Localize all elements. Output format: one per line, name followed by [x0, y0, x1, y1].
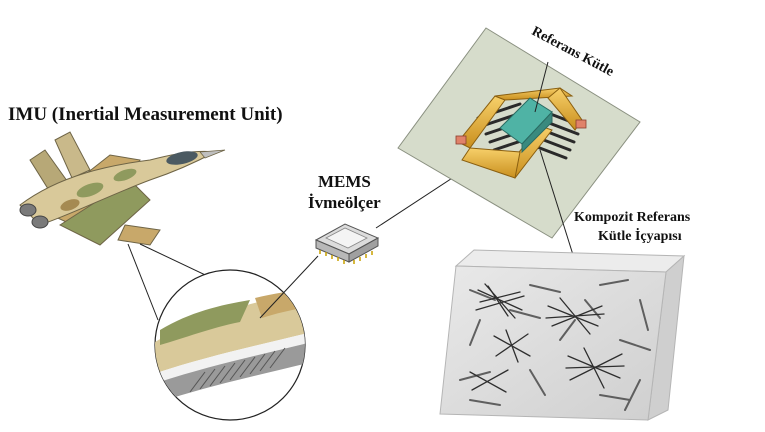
- composite-label-line2: Kütle İçyapısı: [598, 229, 682, 244]
- composite-reference-mass-block: [439, 249, 686, 421]
- skin-detail-circle: [154, 269, 306, 421]
- imu-title: IMU (Inertial Measurement Unit): [8, 104, 283, 125]
- connector-structure-to-composite: [539, 149, 575, 259]
- connector-skin-to-mems: [259, 255, 319, 319]
- mems-chip: [314, 223, 380, 264]
- composite-label-line1: Kompozit Referans: [574, 210, 691, 225]
- magnify-line-left: [127, 243, 159, 321]
- reference-mass-leader: [534, 61, 549, 113]
- fighter-jet-illustration: [19, 131, 226, 246]
- accelerometer-structure: [397, 27, 641, 239]
- mems-label-line1: MEMS: [318, 172, 371, 191]
- mems-label-line2: İvmeölçer: [308, 193, 381, 212]
